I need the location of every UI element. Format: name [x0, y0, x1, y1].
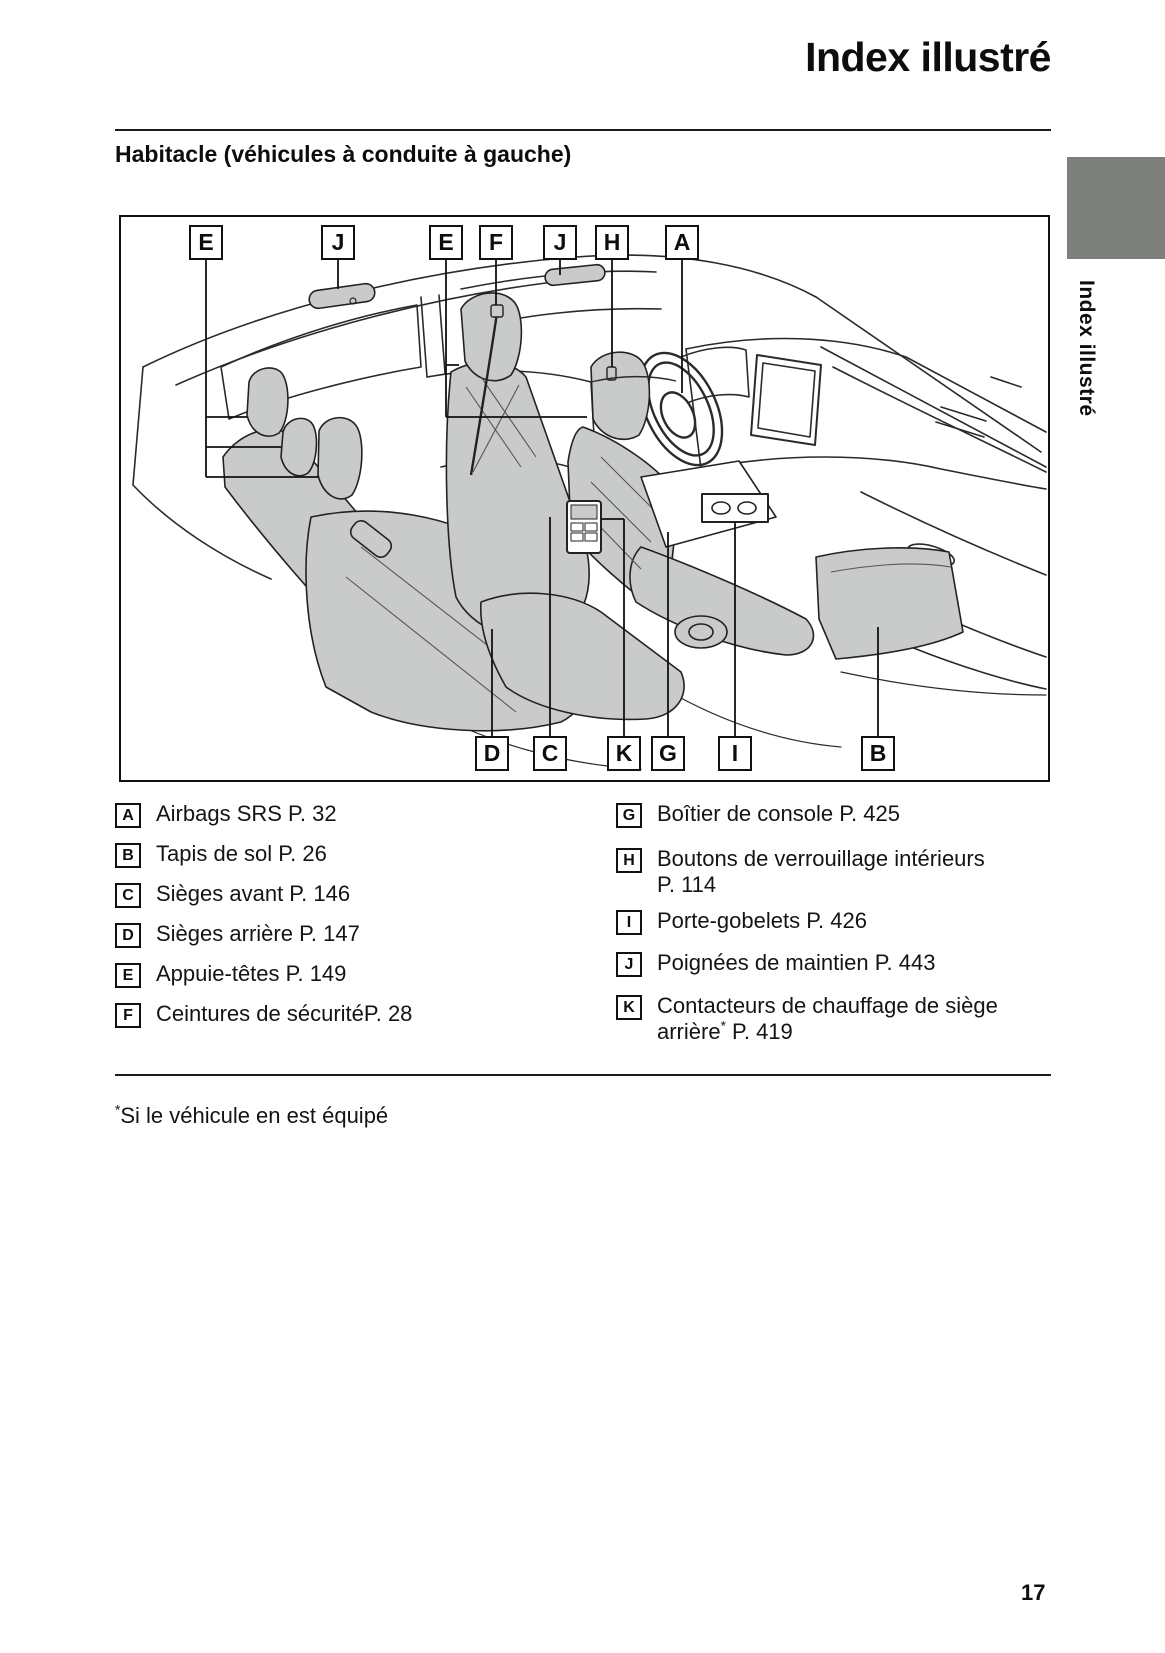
- legend-label-line2: P. 114: [657, 872, 717, 897]
- key-box-g: G: [616, 803, 642, 828]
- callout-h: H: [595, 225, 629, 260]
- legend-item-verrouillage: H Boutons de verrouillage intérieurs P. …: [616, 846, 985, 898]
- key-box-b: B: [115, 843, 141, 868]
- top-rule: [115, 129, 1051, 131]
- legend-item-sieges-arriere: D Sièges arrière P. 147: [115, 921, 360, 948]
- legend-item-chauffage-siege: K Contacteurs de chauffage de siège arri…: [616, 993, 998, 1045]
- legend-item-airbags: A Airbags SRS P. 32: [115, 801, 337, 828]
- legend-label: Airbags SRS P. 32: [156, 801, 337, 826]
- legend-item-appuie-tetes: E Appuie-têtes P. 149: [115, 961, 346, 988]
- legend-label-line1: Boutons de verrouillage intérieurs: [657, 846, 985, 871]
- legend-label: Appuie-têtes P. 149: [156, 961, 347, 986]
- key-box-c: C: [115, 883, 141, 908]
- legend-label-line2: arrière* P. 419: [657, 1019, 998, 1045]
- legend-label-page-ref: P. 419: [725, 1019, 793, 1044]
- legend-label: Ceintures de sécuritéP. 28: [156, 1001, 413, 1026]
- legend-label: Boîtier de console P. 425: [657, 801, 900, 826]
- key-box-j: J: [616, 952, 642, 977]
- key-box-e: E: [115, 963, 141, 988]
- key-box-a: A: [115, 803, 141, 828]
- footnote: *Si le véhicule en est équipé: [115, 1103, 388, 1129]
- legend-label: Poignées de maintien P. 443: [657, 950, 936, 975]
- key-box-f: F: [115, 1003, 141, 1028]
- section-heading: Habitacle (véhicules à conduite à gauche…: [115, 141, 572, 167]
- chapter-tab-label: Index illustré: [1075, 280, 1098, 417]
- callout-g: G: [651, 736, 685, 771]
- callout-d: D: [475, 736, 509, 771]
- legend-label: Boutons de verrouillage intérieurs P. 11…: [657, 846, 985, 898]
- legend-label-line1: Contacteurs de chauffage de siège: [657, 993, 998, 1018]
- key-box-k: K: [616, 995, 642, 1020]
- key-box-i: I: [616, 910, 642, 935]
- chapter-tab-marker: [1067, 157, 1165, 259]
- callout-a: A: [665, 225, 699, 260]
- legend-label-line2-text: arrière: [657, 1019, 721, 1044]
- callout-j-front: J: [543, 225, 577, 260]
- legend-label: Contacteurs de chauffage de siège arrièr…: [657, 993, 998, 1045]
- legend-label: Sièges avant P. 146: [156, 881, 351, 906]
- legend-item-ceintures: F Ceintures de sécuritéP. 28: [115, 1001, 412, 1028]
- legend-item-sieges-avant: C Sièges avant P. 146: [115, 881, 350, 908]
- callout-c: C: [533, 736, 567, 771]
- footnote-asterisk: *: [720, 1018, 726, 1034]
- legend-item-boitier-console: G Boîtier de console P. 425: [616, 801, 900, 828]
- callout-k: K: [607, 736, 641, 771]
- cabin-illustration-frame: E J E F J H A D C K G I B: [119, 215, 1050, 782]
- legend-label: Sièges arrière P. 147: [156, 921, 360, 946]
- callout-e-rear: E: [189, 225, 223, 260]
- callout-e-front: E: [429, 225, 463, 260]
- key-box-d: D: [115, 923, 141, 948]
- page-number: 17: [1021, 1580, 1046, 1605]
- callout-j-rear: J: [321, 225, 355, 260]
- callout-f: F: [479, 225, 513, 260]
- footnote-asterisk: *: [115, 1102, 121, 1118]
- page-title: Index illustré: [805, 34, 1051, 80]
- legend-label: Porte-gobelets P. 426: [657, 908, 867, 933]
- legend-item-tapis: B Tapis de sol P. 26: [115, 841, 327, 868]
- bottom-rule: [115, 1074, 1051, 1076]
- callout-i: I: [718, 736, 752, 771]
- legend-item-poignees: J Poignées de maintien P. 443: [616, 950, 935, 977]
- footnote-text: Si le véhicule en est équipé: [120, 1103, 389, 1128]
- car-interior-illustration: [132, 254, 1047, 770]
- callout-b: B: [861, 736, 895, 771]
- key-box-h: H: [616, 848, 642, 873]
- legend-item-porte-gobelets: I Porte-gobelets P. 426: [616, 908, 867, 935]
- legend-label: Tapis de sol P. 26: [156, 841, 327, 866]
